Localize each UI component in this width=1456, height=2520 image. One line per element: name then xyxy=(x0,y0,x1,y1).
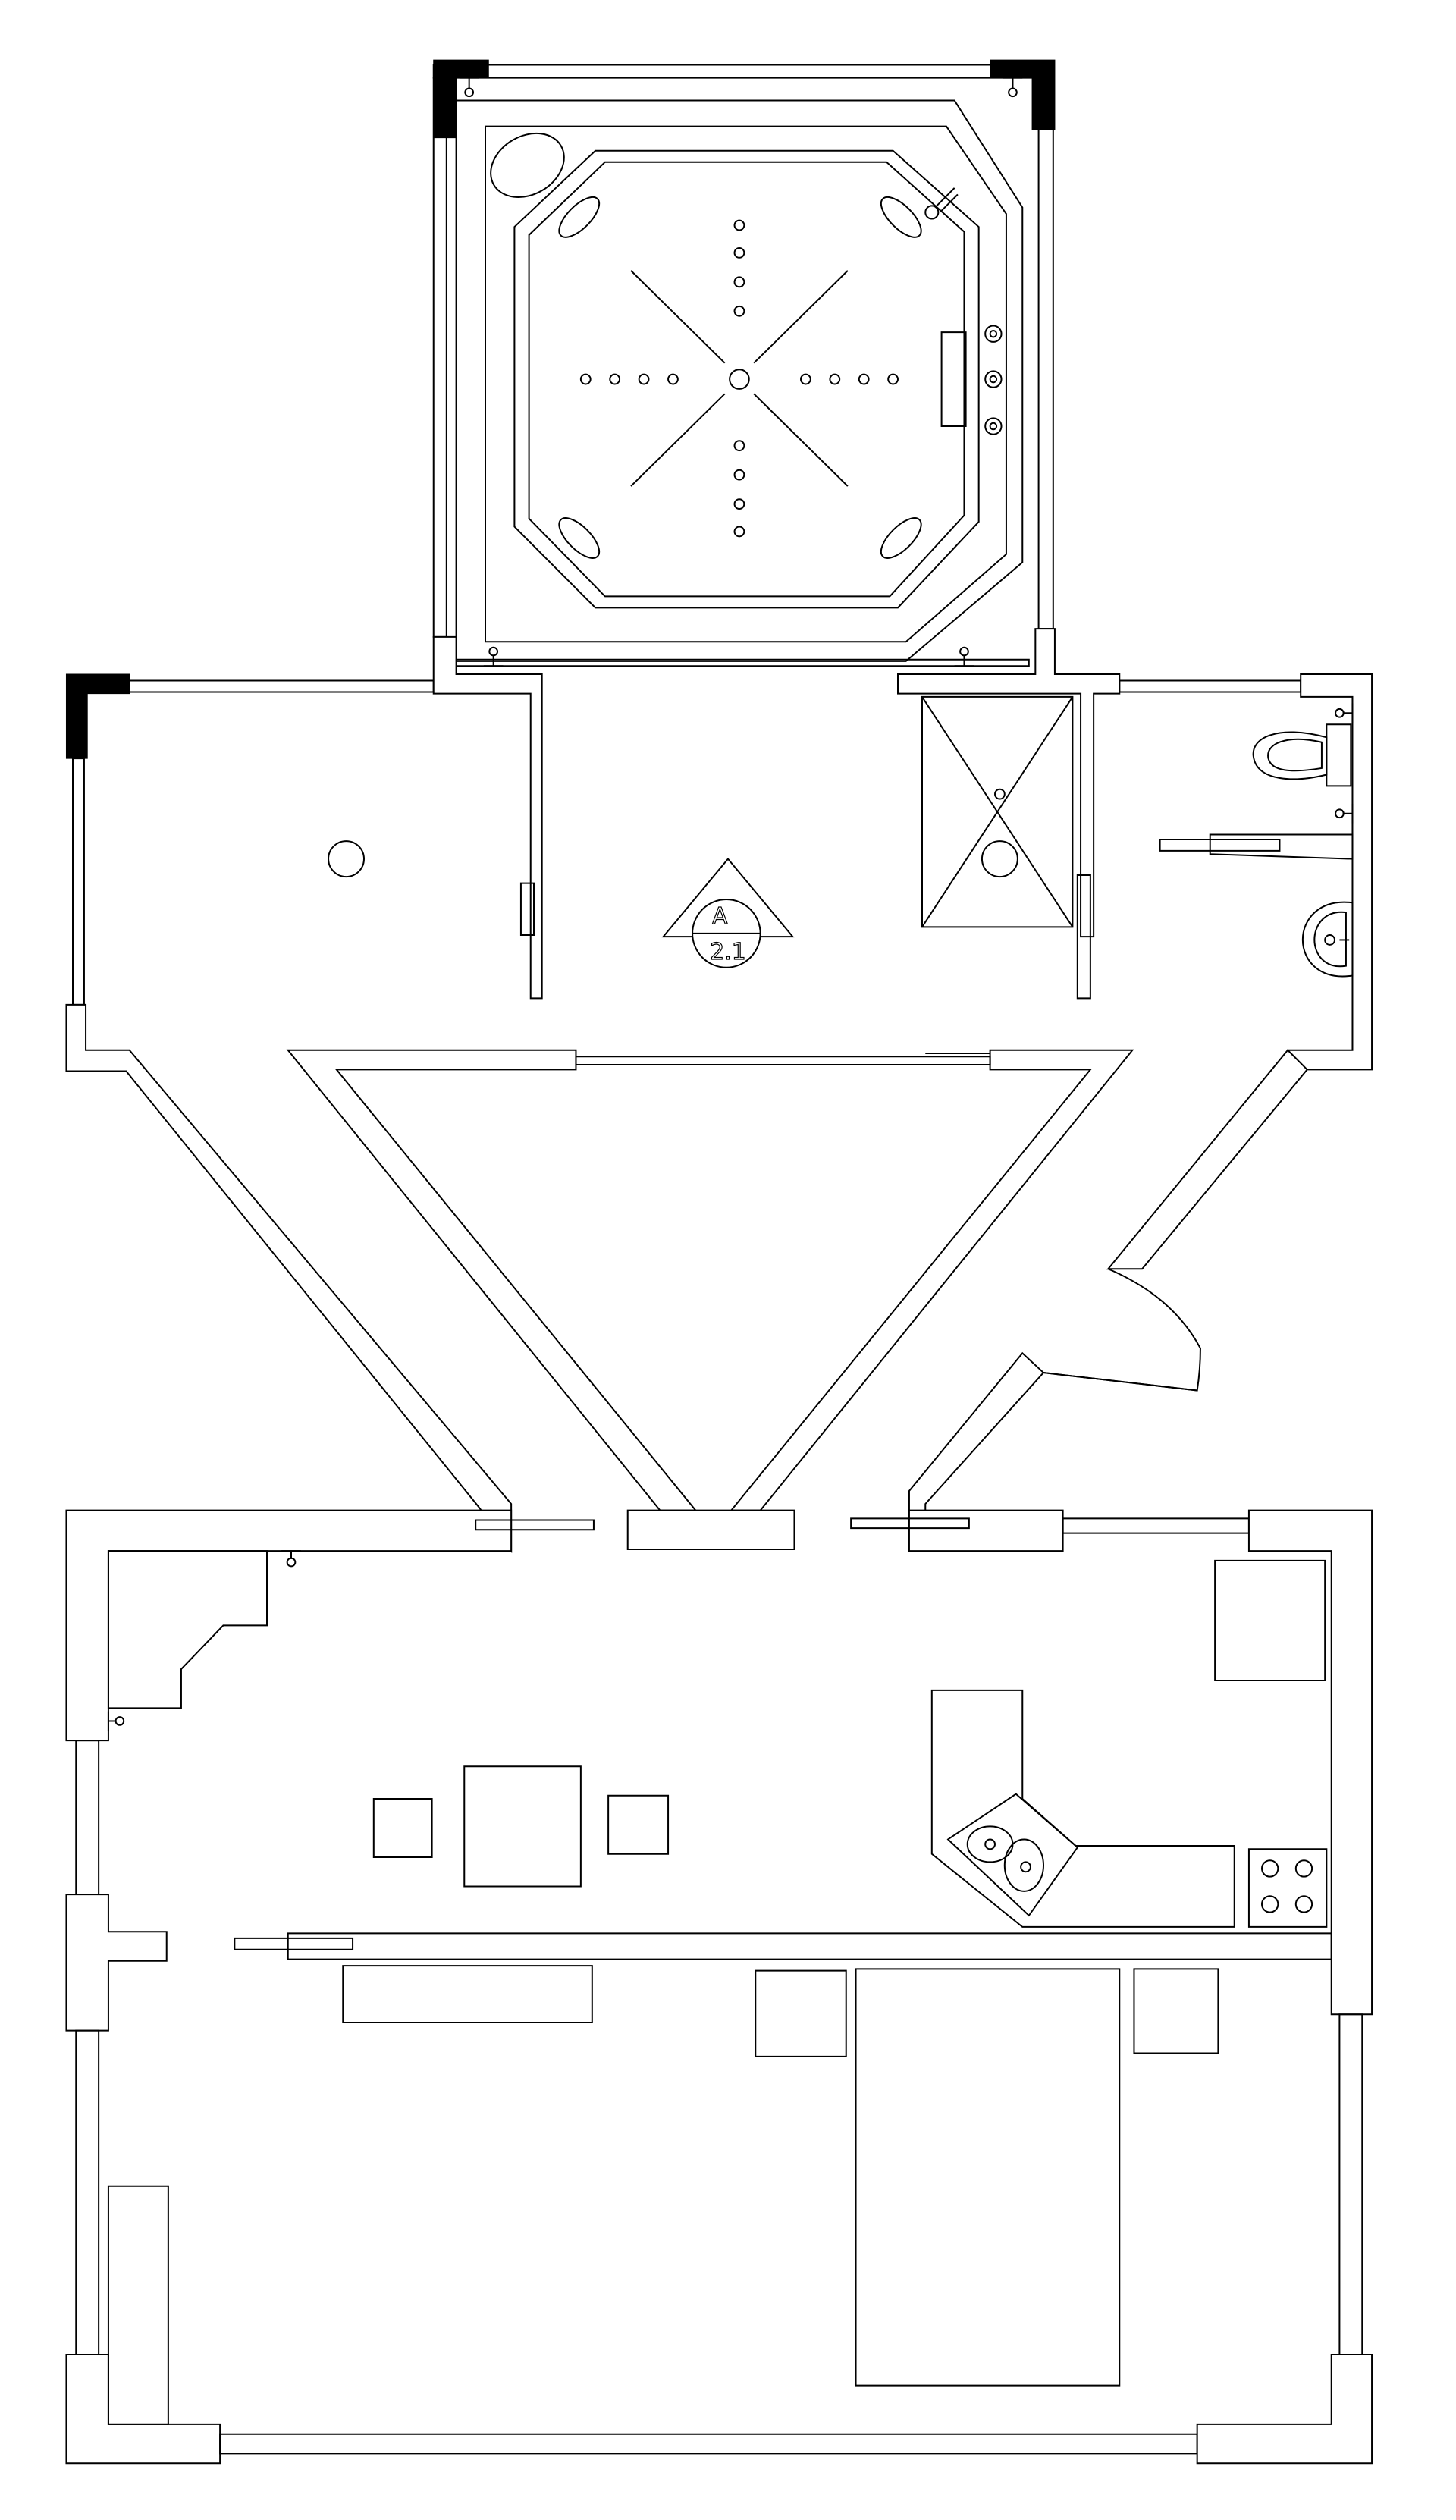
wall-fixture-icon xyxy=(1335,703,1352,723)
built-in-cabinet xyxy=(108,1551,267,1708)
kitchen-counter xyxy=(932,1690,1235,1927)
spa-wall-left xyxy=(434,78,447,637)
spa-wall-right xyxy=(1039,114,1053,629)
left-room-corner xyxy=(66,674,129,758)
middle-zone: A 2.1 xyxy=(66,629,1372,1551)
window-left-lower xyxy=(76,2031,99,2355)
jet-icon xyxy=(985,371,1001,387)
spa-room xyxy=(434,60,1055,666)
headrest xyxy=(479,121,576,210)
air-jets xyxy=(581,221,898,537)
door-leaf xyxy=(1078,875,1090,998)
shower-tray xyxy=(922,697,1072,927)
spa-entry-wall-left xyxy=(434,637,542,999)
wall-fixture-icon xyxy=(1003,78,1023,97)
desk xyxy=(108,2186,168,2424)
door-leaf xyxy=(1160,839,1280,851)
double-sink-icon xyxy=(948,1794,1078,1916)
wall-fixture-icon xyxy=(281,1551,301,1566)
section-marker-icon: A 2.1 xyxy=(664,859,793,968)
lower-wall-bottom-left-corner xyxy=(66,2355,220,2463)
lower-wall-top-right-corner xyxy=(1249,1511,1372,2015)
jet-seat xyxy=(875,512,927,565)
left-diagonal-wall xyxy=(66,1005,511,1551)
washbasin-icon xyxy=(1303,902,1353,977)
lower-zone xyxy=(66,1511,1372,2464)
left-room-wall-top xyxy=(130,681,434,692)
drain-icon xyxy=(730,369,749,389)
door-leaf xyxy=(521,883,534,935)
section-marker-letter: A xyxy=(712,903,728,930)
left-room-wall-left xyxy=(73,758,84,1005)
atrium-wall xyxy=(731,1050,1132,1511)
shower xyxy=(898,629,1119,998)
atrium-wall xyxy=(288,1050,696,1511)
spa-corner-left xyxy=(434,60,489,138)
atrium-base xyxy=(628,1511,795,1549)
wall-fixture-icon xyxy=(108,1712,124,1731)
lower-wall-top-right xyxy=(909,1511,1063,1551)
lower-wall-top-left xyxy=(66,1511,511,1740)
wardrobe xyxy=(343,1966,592,2023)
door-swing-icon xyxy=(1043,1269,1200,1390)
bed xyxy=(856,1969,1120,2385)
small-bathroom xyxy=(909,674,1372,1528)
door-leaf xyxy=(851,1518,969,1528)
jet-seat xyxy=(875,191,927,244)
shower-drain-icon xyxy=(995,789,1005,799)
jet-icon xyxy=(985,326,1001,342)
door-leaf xyxy=(234,1938,353,1950)
hot-tub-basin xyxy=(514,151,978,608)
right-diagonal-wall-lower xyxy=(909,1353,1043,1528)
wall-fixture-icon xyxy=(1335,804,1352,824)
nightstand xyxy=(1134,1969,1218,2053)
window-top-right xyxy=(1063,1518,1249,1533)
window-left-upper xyxy=(76,1740,99,1894)
window-bottom xyxy=(220,2434,1197,2454)
dining-chair xyxy=(374,1799,432,1857)
bath-partition xyxy=(1210,835,1353,859)
floor-drain-icon xyxy=(328,841,364,877)
toilet-icon xyxy=(1254,724,1351,786)
nightstand xyxy=(755,1971,846,2057)
wall-fixture-icon xyxy=(955,648,974,667)
shower-wall xyxy=(898,629,1119,937)
cooktop-icon xyxy=(1249,1849,1326,1927)
jet-seat xyxy=(553,191,605,244)
atrium-glass xyxy=(576,1056,990,1065)
wall-fixture-icon xyxy=(460,78,479,97)
floor-drain-icon xyxy=(982,841,1018,877)
bath-wall-top xyxy=(1119,681,1301,692)
jet-seat xyxy=(553,512,605,565)
window-right xyxy=(1339,2014,1362,2355)
section-marker-number: 2.1 xyxy=(710,939,745,965)
dining-chair xyxy=(608,1796,668,1854)
wall-fixture-icon xyxy=(484,648,504,667)
refrigerator xyxy=(1215,1561,1325,1681)
spa-corner-right xyxy=(990,60,1055,130)
partition-wall xyxy=(288,1933,1332,1959)
control-panel xyxy=(942,332,966,426)
bath-wall-right xyxy=(1288,674,1372,1069)
lower-wall-bottom-right-corner xyxy=(1197,2355,1372,2463)
faucet-icon xyxy=(925,188,958,219)
lower-wall-left-mid xyxy=(66,1894,166,2031)
spa-wall-top xyxy=(434,64,1053,77)
right-diagonal-wall xyxy=(1108,1050,1307,1269)
door-leaf xyxy=(475,1520,594,1530)
jet-icon xyxy=(985,418,1001,434)
dining-table xyxy=(464,1766,581,1886)
triangular-atrium xyxy=(288,1050,1133,1549)
hot-tub xyxy=(457,100,1023,661)
